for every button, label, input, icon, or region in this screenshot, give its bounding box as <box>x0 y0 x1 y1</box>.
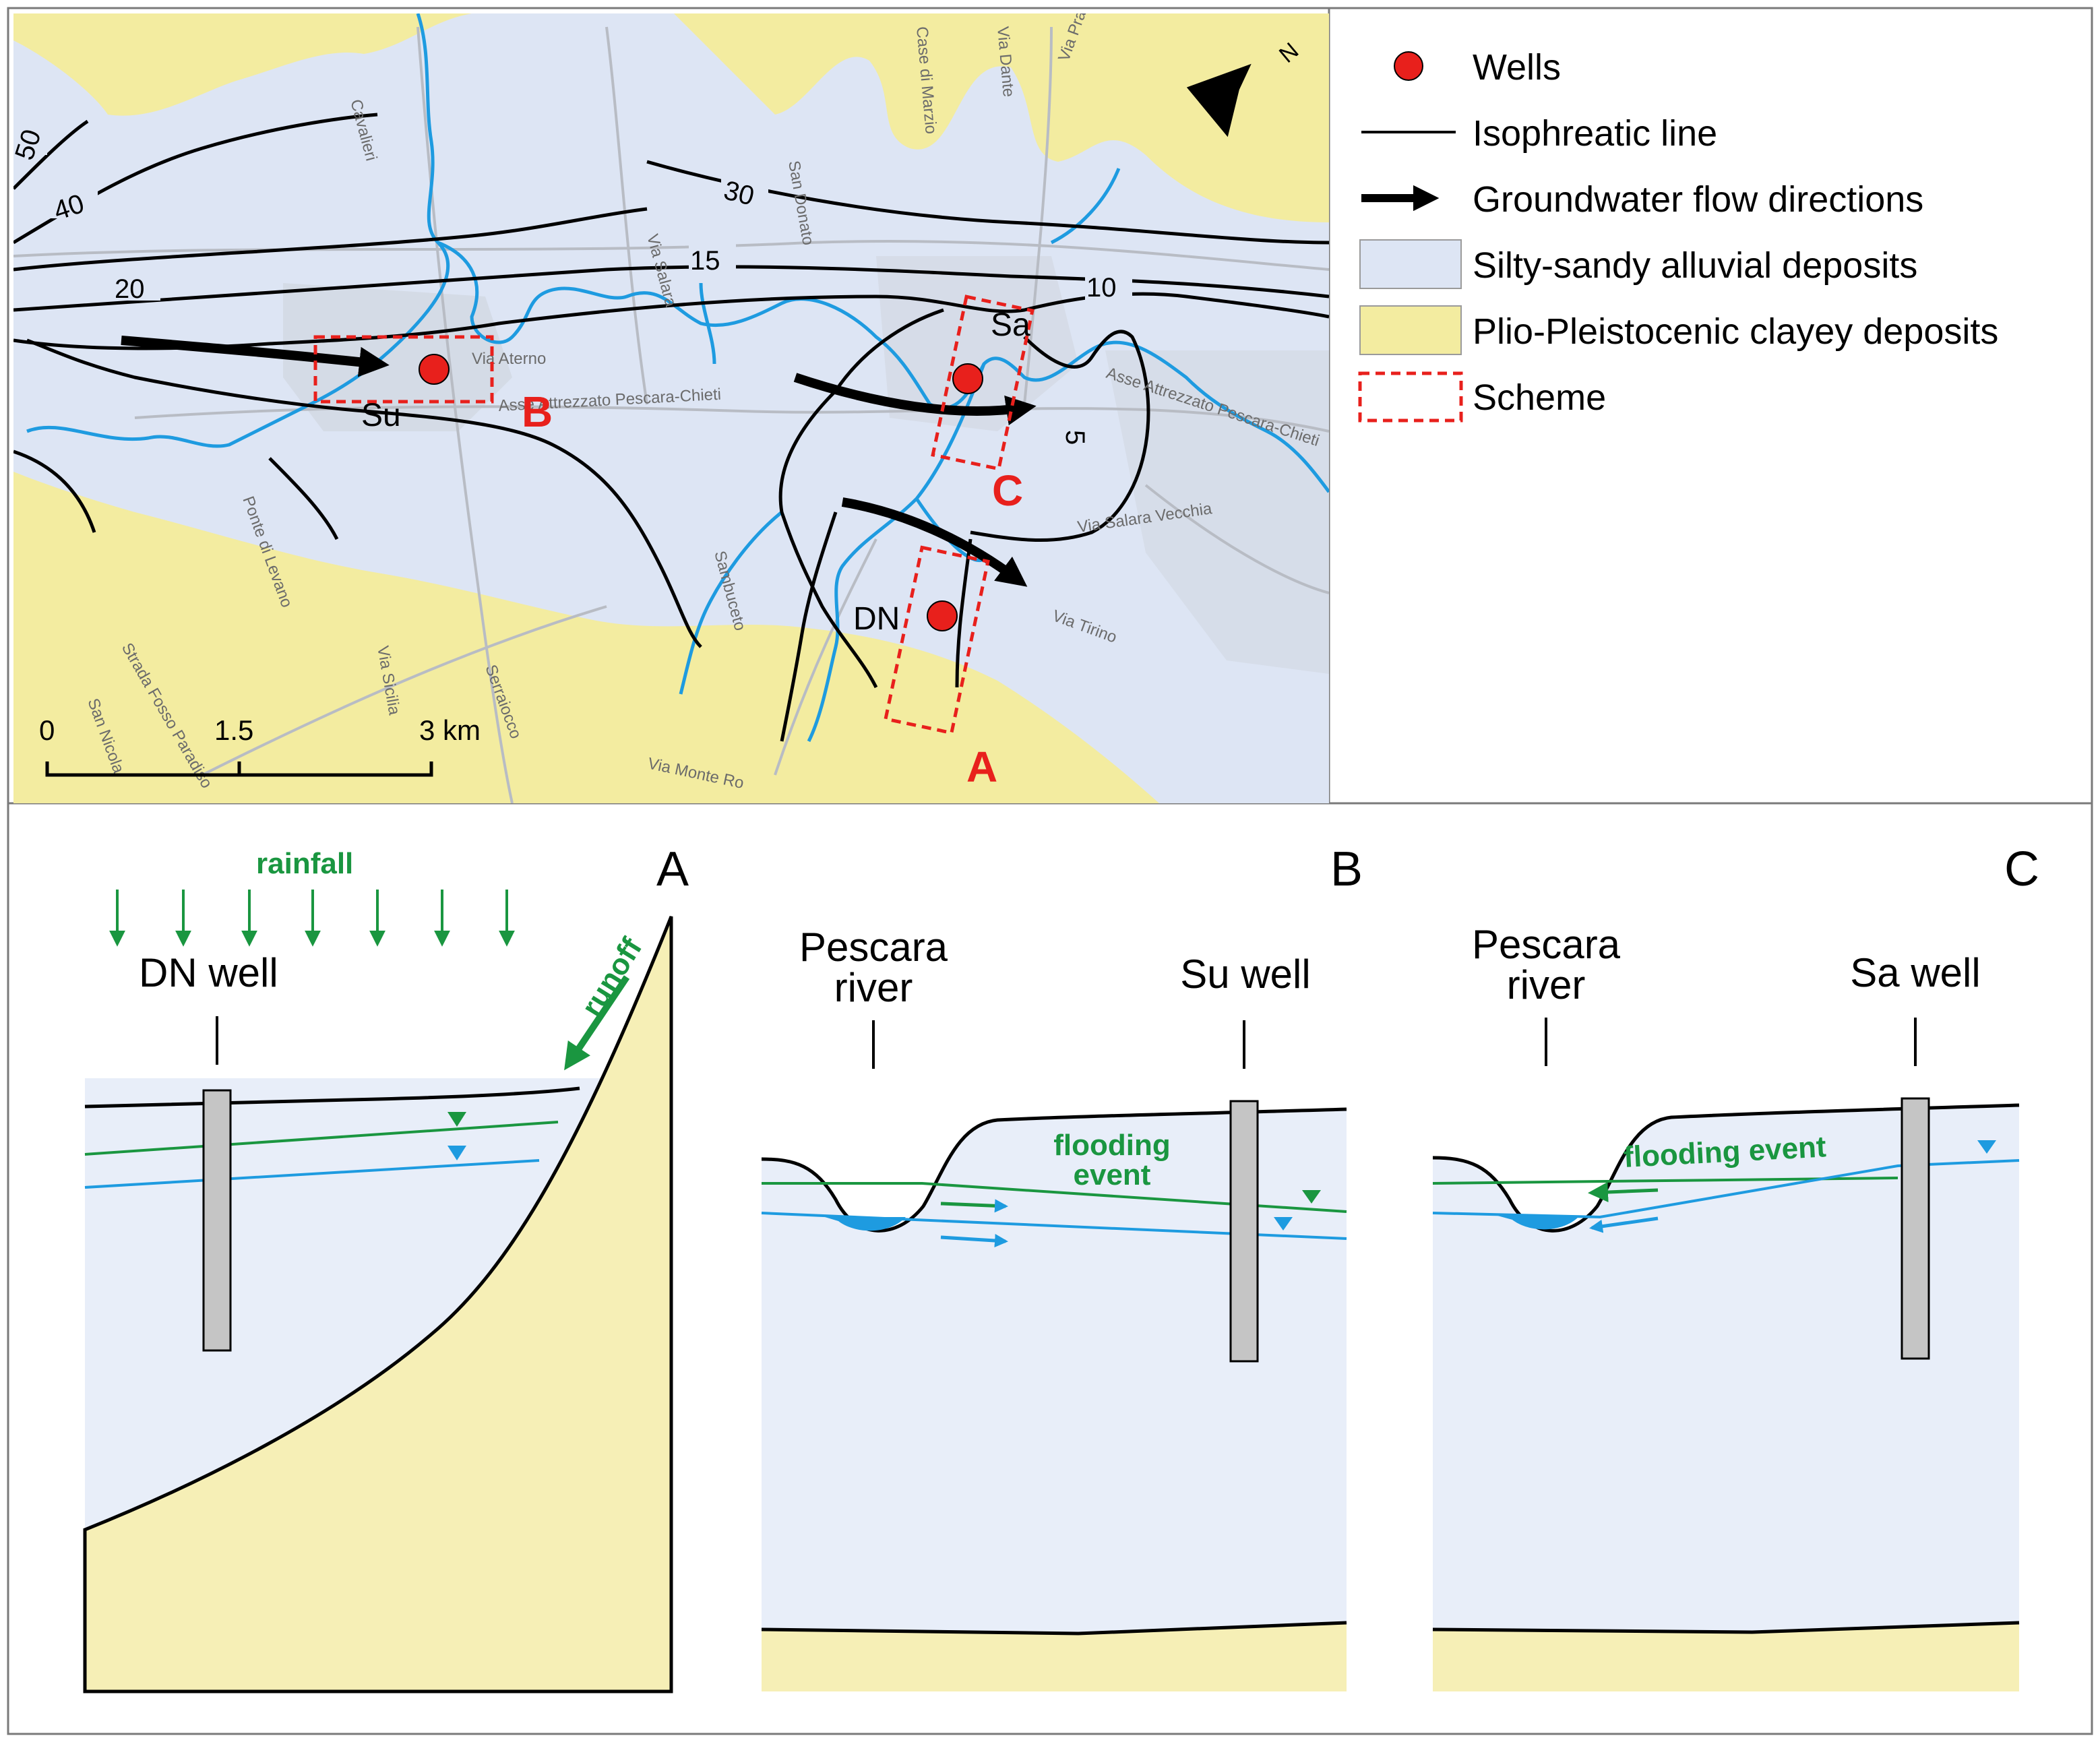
scheme-letters: B C A <box>522 387 1023 791</box>
map-urban-area <box>283 283 512 431</box>
well-label-su-scheme: Su well <box>1180 952 1310 997</box>
scheme-box-c <box>931 294 1034 471</box>
scale-tick-2: 3 km <box>419 714 481 746</box>
river-label-line2: river <box>1507 962 1586 1007</box>
flow-arrow-green <box>940 1199 1008 1213</box>
ground-surface <box>84 1086 580 1109</box>
scheme-boxes <box>313 294 1034 735</box>
legend-label-alluvial: Silty-sandy alluvial deposits <box>1473 245 1917 286</box>
scale-tick-1: 1.5 <box>214 714 253 746</box>
map-panel: 50 40 30 20 15 10 5 Via Aterno Asse Attr… <box>13 13 1329 803</box>
street-label: Via Aterno <box>472 350 546 368</box>
water-level-marker <box>1302 1190 1321 1204</box>
well-casing-dn <box>202 1089 232 1352</box>
water-level-marker <box>1977 1140 1996 1154</box>
bedrock-line <box>761 1621 1347 1636</box>
well-labels: Su Sa DN <box>361 307 1030 637</box>
water-table-flood <box>762 1182 1347 1213</box>
bedrock-slope <box>83 916 673 1693</box>
bedrock-line <box>1432 1621 2020 1634</box>
map-rivers <box>26 13 1329 743</box>
legend-alluvial-symbol <box>1359 239 1462 289</box>
water-level-marker <box>1274 1217 1293 1231</box>
legend-label-wells: Wells <box>1473 47 1561 88</box>
scheme-letter-b: B <box>522 387 553 436</box>
well-dot-sa <box>952 363 983 394</box>
contour-label-5: 5 <box>1060 430 1090 445</box>
rainfall-label: rainfall <box>256 847 353 880</box>
water-level-marker <box>447 1112 466 1127</box>
contour-label-15: 15 <box>690 246 720 276</box>
scheme-panel-a: rainfall runoff DN well A <box>83 842 689 1693</box>
scheme-panel-c: Pescara river Sa well flooding event C <box>1432 842 2039 1691</box>
rainfall-arrows <box>109 890 515 947</box>
scheme-box-a <box>884 545 990 735</box>
scale-bar: 0 1.5 3 km <box>39 714 481 777</box>
well-label-sa-scheme: Sa well <box>1850 950 1980 995</box>
well-label-dn: DN <box>853 601 900 637</box>
flow-arrow-blue <box>1589 1216 1659 1233</box>
ground-surface-line <box>1432 1103 2020 1233</box>
water-level-marker <box>447 1146 466 1160</box>
river-water <box>1497 1216 1580 1230</box>
river-label-line1: Pescara <box>1472 922 1621 967</box>
panel-letter-b: B <box>1330 842 1363 896</box>
bedrock <box>762 1623 1347 1691</box>
map-wells <box>419 354 983 631</box>
well-dot-su <box>419 354 450 385</box>
river-water <box>825 1217 906 1231</box>
flow-arrow <box>841 497 1028 587</box>
panel-letter-c: C <box>2004 842 2039 896</box>
contour-5 <box>778 308 944 689</box>
contour-label-10: 10 <box>1086 273 1117 303</box>
ground-surface <box>762 1078 1347 1231</box>
flow-arrow-green <box>1588 1182 1659 1203</box>
scheme-panel-b: Pescara river Su well flooding event B <box>761 842 1363 1691</box>
legend-clay-symbol <box>1359 305 1462 355</box>
flow-arrow-blue <box>940 1234 1008 1247</box>
flow-arrow <box>793 373 1037 426</box>
water-table-flood <box>84 1121 559 1156</box>
flow-arrows <box>121 336 1037 587</box>
flood-label-line1: flooding <box>1053 1129 1171 1162</box>
scheme-letter-c: C <box>992 466 1023 515</box>
legend: Wells Isophreatic line Groundwater flow … <box>1358 47 1998 423</box>
contour-label-20: 20 <box>115 274 145 304</box>
ground-surface-line <box>761 1107 1347 1233</box>
flood-label-line2: event <box>1074 1158 1151 1191</box>
well-label-su: Su <box>361 398 401 433</box>
flow-arrow <box>121 336 390 377</box>
scheme-box-b <box>313 335 494 404</box>
map-urban-area <box>1105 350 1329 674</box>
legend-label-clay: Plio-Pleistocenic clayey deposits <box>1473 311 1998 352</box>
contour-10 <box>13 292 1329 350</box>
contour-loop-su <box>26 338 702 648</box>
legend-label-flow: Groundwater flow directions <box>1473 179 1923 220</box>
legend-scheme-symbol <box>1358 371 1463 423</box>
contour-20 <box>13 207 648 272</box>
scheme-letter-a: A <box>966 743 997 791</box>
water-table-normal <box>1432 1159 2020 1219</box>
legend-wells-symbol <box>1394 51 1423 81</box>
ground-surface <box>1433 1078 2019 1231</box>
runoff-arrow <box>564 975 630 1071</box>
well-label-sa: Sa <box>991 307 1030 343</box>
well-casing-su <box>1229 1100 1259 1363</box>
legend-label-isophreatic: Isophreatic line <box>1473 113 1717 154</box>
well-dot-dn <box>927 600 958 631</box>
river-label-line2: river <box>834 965 913 1010</box>
legend-label-scheme: Scheme <box>1473 377 1606 418</box>
panel-letter-a: A <box>656 842 689 896</box>
water-table-normal <box>84 1159 540 1189</box>
contour-50 <box>13 119 89 190</box>
contour-labels: 50 40 30 20 15 10 5 <box>13 121 1132 457</box>
river-label-line1: Pescara <box>799 925 948 970</box>
contour-15 <box>13 265 1329 312</box>
well-label-dn-scheme: DN well <box>139 950 278 995</box>
scale-tick-0: 0 <box>39 714 55 746</box>
contour-label-30: 30 <box>721 175 758 211</box>
well-casing-sa <box>1901 1097 1930 1360</box>
bedrock <box>1433 1623 2019 1691</box>
